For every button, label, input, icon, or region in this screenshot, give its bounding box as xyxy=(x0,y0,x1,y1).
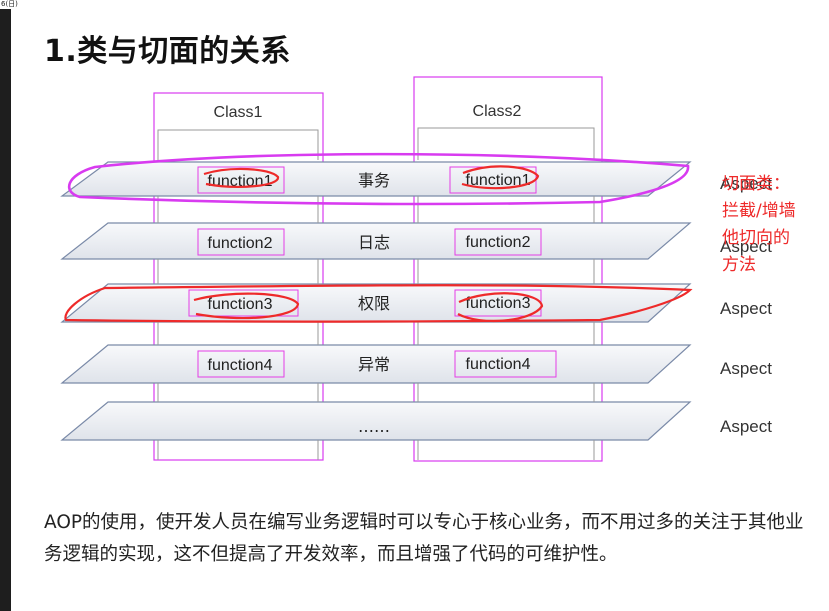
aspect-label-2: Aspect xyxy=(720,237,772,256)
corner-label: 6(日) xyxy=(0,0,19,9)
class2-label: Class2 xyxy=(473,103,522,120)
function-label-c1-2: function2 xyxy=(208,235,273,252)
circle-function1-c1 xyxy=(203,167,280,188)
aspect-name-5: …… xyxy=(358,417,390,436)
function-label-c2-2: function2 xyxy=(466,234,531,251)
circle-function3-c1 xyxy=(193,292,300,320)
highlight-scribble-permission xyxy=(64,284,693,323)
aspect-label-3: Aspect xyxy=(720,299,772,318)
aspect-plane-2 xyxy=(60,222,692,260)
circle-function1-c2 xyxy=(461,165,540,190)
function-label-c2-1: function1 xyxy=(466,172,531,189)
highlight-scribble-transaction xyxy=(68,152,690,206)
function-box-c2-4 xyxy=(454,350,557,378)
class2-outline xyxy=(417,127,595,160)
function-label-c1-3: function3 xyxy=(208,296,273,313)
class1-highlight-box xyxy=(153,92,324,461)
aspect-label-4: Aspect xyxy=(720,359,772,378)
aspect-plane-4 xyxy=(60,344,692,384)
function-label-c2-4: function4 xyxy=(466,356,531,373)
class2-highlight-box xyxy=(413,76,603,462)
function-box-c1-4 xyxy=(197,350,285,378)
circle-function3-c2 xyxy=(457,292,544,323)
aspect-plane-5 xyxy=(60,401,692,441)
aspect-name-2: 日志 xyxy=(358,233,390,252)
class1-outline xyxy=(157,129,319,160)
function-box-c1-1 xyxy=(197,166,285,194)
function-box-c1-2 xyxy=(197,228,285,256)
aspect-label-5: Aspect xyxy=(720,417,772,436)
function-label-c1-4: function4 xyxy=(208,357,273,374)
aspect-name-3: 权限 xyxy=(358,294,390,313)
class1-label: Class1 xyxy=(214,104,263,121)
function-label-c2-3: function3 xyxy=(466,295,531,312)
description-paragraph: AOP的使用，使开发人员在编写业务逻辑时可以专心于核心业务，而不用过多的关注于其… xyxy=(44,512,804,565)
function-box-c2-2 xyxy=(454,228,542,256)
aspect-name-4: 异常 xyxy=(358,355,390,374)
aspect-name-1: 事务 xyxy=(358,171,390,190)
page-title: 1.类与切面的关系 xyxy=(44,34,291,69)
aspect-label-1: Aspect xyxy=(720,174,772,193)
window-left-edge xyxy=(0,0,11,611)
annotation-line-3: 他切向的 xyxy=(722,228,790,248)
annotation-line-4: 方法 xyxy=(722,255,756,275)
annotation-line-1: 切面类： xyxy=(722,174,790,194)
annotation-line-2: 拦截/增墙 xyxy=(722,201,796,221)
